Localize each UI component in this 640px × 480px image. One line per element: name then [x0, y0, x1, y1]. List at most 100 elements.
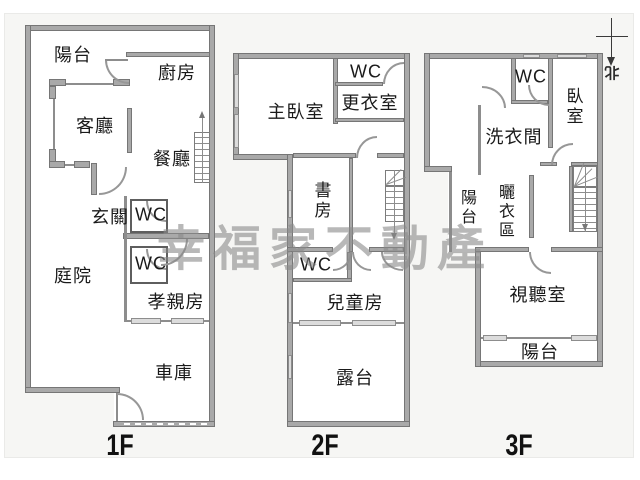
- wall: [25, 387, 120, 393]
- window: [234, 74, 239, 108]
- room-label-wc: WC: [515, 66, 547, 87]
- window: [352, 320, 396, 326]
- room-label-living-room: 客廳: [76, 116, 114, 136]
- wall: [53, 85, 55, 164]
- room-label-master-bedroom: 主臥室: [267, 102, 325, 122]
- window: [49, 79, 66, 86]
- wall: [529, 175, 534, 238]
- wall: [511, 100, 548, 104]
- floor-area: [25, 25, 215, 393]
- room-label-kids-room: 兒童房: [326, 293, 384, 313]
- garage-door-dashes: [124, 423, 209, 425]
- wall: [293, 278, 352, 282]
- wall: [424, 166, 452, 172]
- wall: [333, 58, 338, 124]
- door-leaf: [105, 59, 128, 61]
- north-arrow-head: [607, 57, 615, 66]
- room-label-av-room: 視聽室: [509, 285, 567, 305]
- staircase-down-arrow: [582, 224, 588, 231]
- wall: [571, 162, 598, 166]
- window: [74, 161, 90, 168]
- window: [171, 318, 204, 324]
- window: [523, 54, 540, 58]
- wall: [424, 53, 430, 172]
- wall: [209, 25, 215, 427]
- room-label-study: 書房: [311, 181, 331, 221]
- window: [288, 355, 292, 379]
- wall: [377, 153, 404, 158]
- wall: [127, 320, 209, 322]
- wall: [124, 196, 127, 322]
- room-label-wc: WC: [135, 253, 167, 274]
- wall: [25, 25, 31, 393]
- wall: [349, 158, 353, 252]
- wall: [475, 361, 603, 367]
- room-label-dining-room: 餐廳: [153, 149, 191, 169]
- room-label-walk-in-closet: 更衣室: [341, 93, 399, 113]
- wall: [449, 172, 452, 252]
- staircase-arrow-line: [202, 118, 203, 132]
- window: [131, 318, 161, 324]
- room-label-parents-room: 孝親房: [147, 292, 205, 312]
- room-label-entry: 玄關: [91, 207, 129, 227]
- window: [557, 54, 587, 58]
- room-label-drying-area: 曬衣區: [496, 183, 513, 241]
- north-arrow-crossbar: [596, 36, 628, 37]
- wall: [481, 337, 597, 339]
- wall: [25, 25, 215, 31]
- floor-area: [233, 53, 410, 160]
- wall: [287, 247, 333, 252]
- wall: [404, 53, 410, 427]
- wall: [597, 53, 603, 367]
- room-label-balcony-south: 陽台: [521, 342, 559, 362]
- room-label-balcony-west: 陽台: [458, 189, 475, 227]
- floor-label-2f: 2F: [311, 429, 339, 462]
- staircase-centerline: [202, 132, 203, 183]
- wall: [287, 154, 293, 427]
- wall: [540, 162, 557, 166]
- wall: [53, 83, 130, 85]
- wall: [91, 163, 97, 195]
- room-label-kitchen: 廚房: [158, 63, 196, 83]
- staircase-centerline: [394, 170, 395, 222]
- wall: [233, 154, 293, 160]
- window: [234, 114, 239, 148]
- wall: [126, 52, 210, 57]
- room-label-bedroom: 臥室: [563, 87, 583, 127]
- room-label-balcony-1f: 陽台: [54, 45, 92, 65]
- wall: [233, 53, 410, 59]
- watermark: 幸福家不動產: [157, 223, 494, 276]
- room-label-wc: WC: [300, 254, 332, 275]
- wall: [551, 247, 603, 252]
- wall: [123, 233, 209, 239]
- window: [571, 335, 597, 341]
- wall: [424, 53, 603, 59]
- window: [49, 149, 56, 166]
- wall: [127, 108, 132, 153]
- wall: [293, 322, 404, 324]
- staircase-down-arrow: [391, 233, 397, 240]
- room-label-wc: WC: [135, 204, 167, 225]
- floor-label-1f: 1F: [106, 429, 134, 462]
- staircase-centerline: [585, 166, 586, 232]
- wall: [335, 82, 383, 86]
- floor-label-3f: 3F: [505, 429, 533, 462]
- window: [299, 320, 341, 326]
- window: [288, 190, 292, 218]
- north-arrow-line: [611, 18, 612, 60]
- wall: [293, 153, 356, 158]
- wall: [53, 164, 90, 166]
- wall: [475, 247, 529, 252]
- room-label-laundry: 洗衣間: [485, 127, 543, 147]
- staircase-arrow-line: [394, 222, 395, 234]
- window: [49, 86, 56, 99]
- room-label-courtyard: 庭院: [54, 266, 92, 286]
- window: [49, 161, 65, 168]
- wall: [548, 58, 553, 148]
- room-label-wc: WC: [350, 61, 382, 82]
- wall: [475, 247, 481, 367]
- room-label-garage: 車庫: [155, 363, 193, 383]
- staircase-up-arrow: [199, 111, 205, 118]
- wall: [369, 247, 404, 252]
